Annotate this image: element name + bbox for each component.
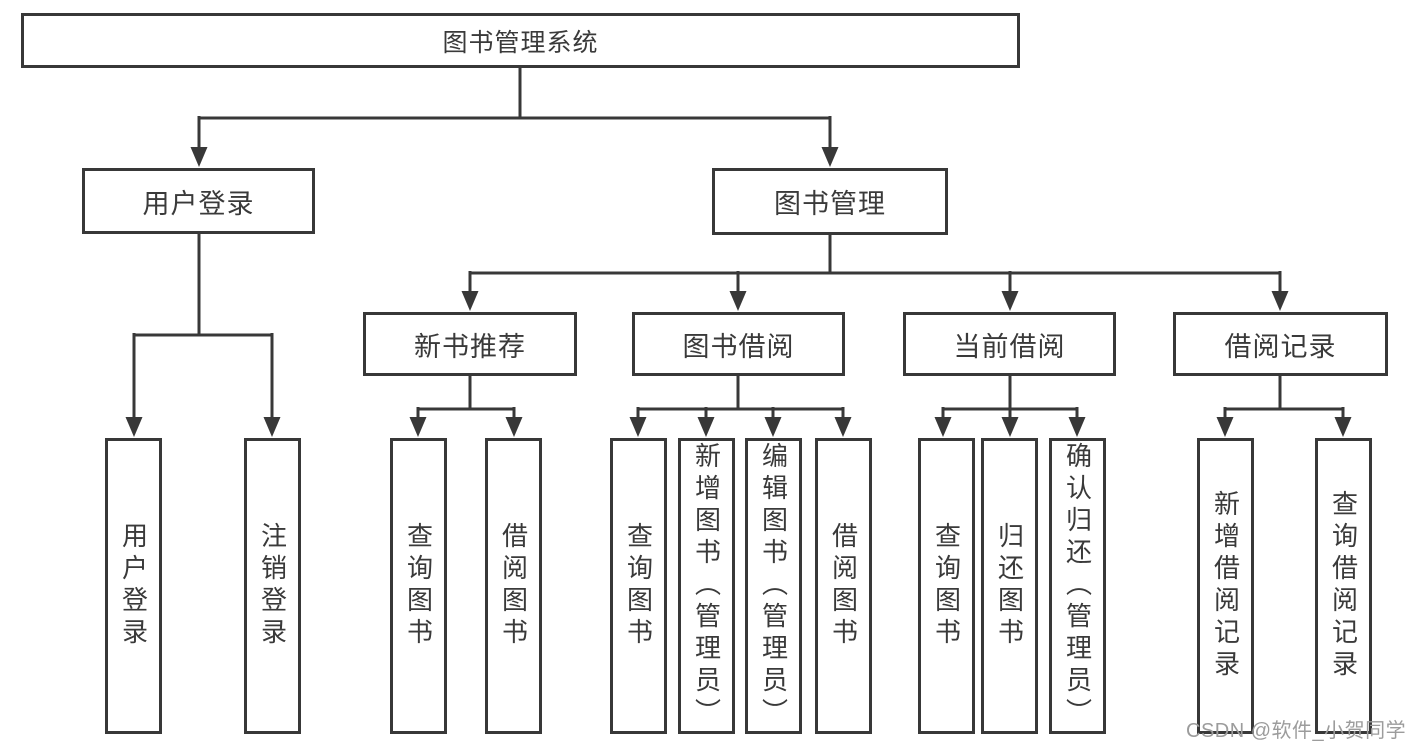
- leaf-borrow-book: 借阅图书: [815, 438, 872, 734]
- node-label: 借阅图书: [828, 522, 859, 650]
- node-current-borrowing: 当前借阅: [903, 312, 1116, 376]
- leaf-borrow-book-recommend: 借阅图书: [485, 438, 542, 734]
- node-user-login: 用户登录: [82, 168, 315, 234]
- leaf-confirm-return-admin: 确认归还（管理员）: [1049, 438, 1106, 734]
- leaf-query-book-recommend: 查询图书: [390, 438, 447, 734]
- node-label: 图书借阅: [682, 331, 795, 362]
- node-label: 编辑图书（管理员）: [758, 442, 789, 730]
- node-label: 归还图书: [994, 522, 1025, 650]
- node-label: 新增图书（管理员）: [691, 442, 722, 730]
- node-book-borrowing: 图书借阅: [632, 312, 845, 376]
- node-label: 注销登录: [257, 522, 288, 650]
- node-label: 用户登录: [118, 522, 149, 650]
- leaf-add-borrow-record: 新增借阅记录: [1197, 438, 1254, 734]
- node-label: 新增借阅记录: [1210, 490, 1241, 682]
- node-label: 图书管理系统: [442, 28, 599, 57]
- node-label: 图书管理: [774, 189, 886, 219]
- leaf-edit-book-admin: 编辑图书（管理员）: [745, 438, 802, 734]
- node-label: 查询借阅记录: [1328, 490, 1359, 682]
- node-label: 借阅记录: [1224, 331, 1337, 362]
- node-library-management-system: 图书管理系统: [21, 13, 1020, 68]
- leaf-add-book-admin: 新增图书（管理员）: [678, 438, 735, 734]
- node-label: 查询图书: [931, 522, 962, 650]
- leaf-query-book-borrowing: 查询图书: [610, 438, 667, 734]
- leaf-logout: 注销登录: [244, 438, 301, 734]
- leaf-query-book-current: 查询图书: [918, 438, 975, 734]
- csdn-watermark: CSDN @软件_小贺同学: [1186, 720, 1405, 742]
- leaf-query-borrow-record: 查询借阅记录: [1315, 438, 1372, 734]
- node-new-book-recommend: 新书推荐: [363, 312, 577, 376]
- node-label: 确认归还（管理员）: [1062, 442, 1093, 730]
- node-label: 用户登录: [142, 188, 255, 219]
- node-label: 查询图书: [623, 522, 654, 650]
- node-label: 查询图书: [403, 522, 434, 650]
- leaf-user-login: 用户登录: [105, 438, 162, 734]
- leaf-return-book: 归还图书: [981, 438, 1038, 734]
- node-borrowing-records: 借阅记录: [1173, 312, 1388, 376]
- node-label: 新书推荐: [414, 331, 526, 362]
- node-book-management: 图书管理: [712, 168, 948, 235]
- node-label: 借阅图书: [498, 522, 529, 650]
- node-label: 当前借阅: [953, 331, 1066, 362]
